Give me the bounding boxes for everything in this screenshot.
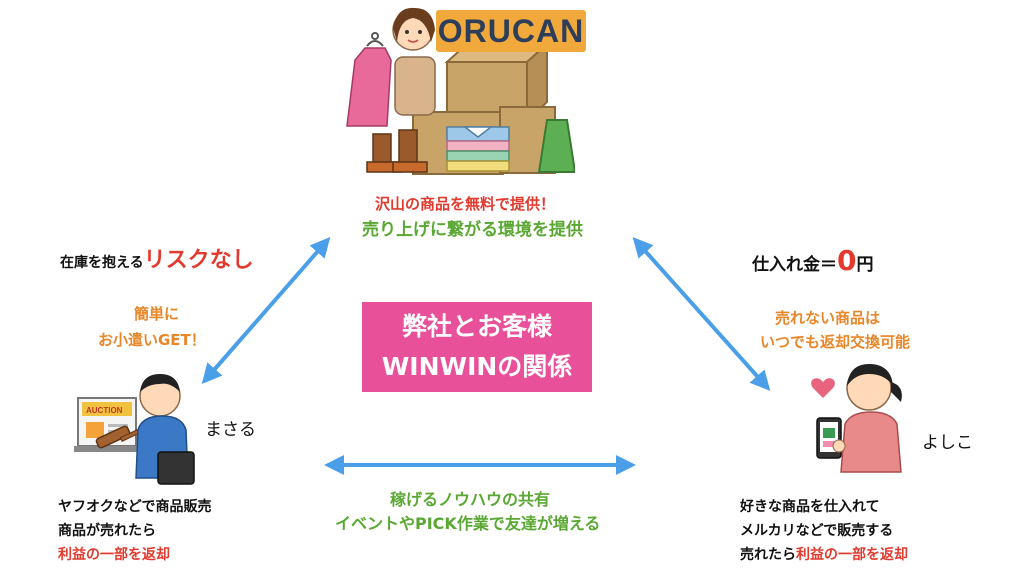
left-risk-prefix: 在庫を抱える [60,255,144,271]
left-risk-highlight: リスクなし [143,248,254,273]
left-desc-line2: 商品が売れたら [58,523,156,539]
right-person-name: よしこ [922,433,973,453]
arrow-top-left [201,236,331,385]
right-desc-line3: 売れたら利益の一部を返却 [740,544,908,564]
svg-text:AUCTION: AUCTION [86,406,123,415]
left-benefit-line1: 簡単に [134,305,180,323]
left-desc-line3: 利益の一部を返却 [58,547,170,563]
center-line1: 弊社とお客様 [401,312,552,341]
right-desc-line2: メルカリなどで販売する [740,523,894,539]
top-caption-line1: 沢山の商品を無料で提供！ [375,195,556,213]
right-benefit-line2: いつでも返却交換可能 [760,333,911,351]
right-cost-suffix: 円 [856,255,874,275]
right-cost-line: 仕入れ金＝0円 [752,244,873,277]
left-person-name: まさる [205,420,256,440]
top-caption-line2: 売り上げに繋がる環境を提供 [362,220,583,240]
right-cost-value: 0 [837,244,857,277]
center-relationship-box: 弊社とお客様 WINWINの関係 [362,302,592,392]
man-at-auction-laptop-illustration: AUCTION [74,374,195,485]
woman-with-clothes-and-boxes-illustration [346,7,575,175]
bottom-caption-line1: 稼げるノウハウの共有 [390,490,551,509]
left-benefit-line2: お小遣いGET！ [98,331,206,349]
right-benefit-line1: 売れない商品は [775,309,881,327]
right-cost-prefix: 仕入れ金＝ [752,255,837,275]
center-line2: WINWINの関係 [381,352,573,381]
left-risk-line: 在庫を抱えるリスクなし [60,242,254,274]
right-desc-line1: 好きな商品を仕入れて [740,499,880,515]
right-desc-line3-highlight: 利益の一部を返却 [796,547,908,563]
right-desc-line3-prefix: 売れたら [740,547,796,563]
left-desc-line1: ヤフオクなどで商品販売 [58,499,212,515]
brand-logo: ORUCAN [436,10,586,52]
woman-with-smartphone-illustration [811,364,902,473]
bottom-caption-line2: イベントやPICK作業で友達が増える [335,514,601,533]
arrow-top-right [632,237,771,391]
